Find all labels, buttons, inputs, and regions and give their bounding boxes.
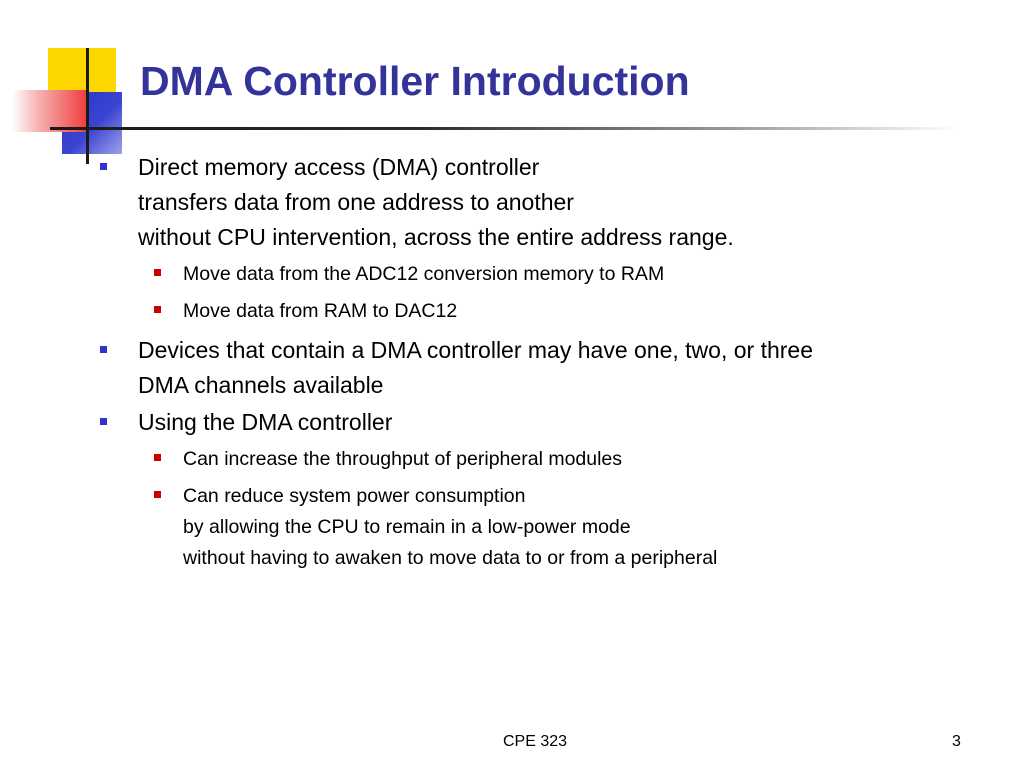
sub-bullet-text: Move data from the ADC12 conversion memo… [183,263,665,285]
logo-vertical-line [86,48,89,164]
sub-bullet-text: Move data from RAM to DAC12 [183,300,458,322]
square-bullet-icon [154,269,161,276]
sub-bullet-text: Can increase the throughput of periphera… [183,448,623,470]
sub-bullet-text: by allowing the CPU to remain in a low-p… [183,516,631,538]
square-bullet-icon [154,306,161,313]
footer-course: CPE 323 [503,733,568,750]
square-bullet-icon [154,491,161,498]
sub-bullet-item: Can reduce system power consumption by al… [100,481,1000,574]
bullet-text: Using the DMA controller [138,409,393,435]
sub-bullet-list: Move data from the ADC12 conversion memo… [100,259,1000,327]
sub-bullet-item: Move data from the ADC12 conversion memo… [100,259,1000,290]
bullet-list: Direct memory access (DMA) controller tra… [100,150,1000,580]
sub-bullet-text: without having to awaken to move data to… [183,547,718,569]
bullet-text: DMA channels available [138,372,384,398]
bullet-text: Direct memory access (DMA) controller [138,154,540,180]
slide-number: 3 [952,733,961,750]
bullet-item: Devices that contain a DMA controller ma… [100,333,1000,403]
logo-red-bar [12,90,86,132]
bullet-item: Direct memory access (DMA) controller tra… [100,150,1000,255]
sub-bullet-list: Can increase the throughput of periphera… [100,444,1000,574]
sub-bullet-text: Can reduce system power consumption [183,485,526,507]
square-bullet-icon [100,418,107,425]
bullet-text: Devices that contain a DMA controller ma… [138,337,813,363]
square-bullet-icon [100,163,107,170]
sub-bullet-item: Can increase the throughput of periphera… [100,444,1000,475]
slide-title: DMA Controller Introduction [140,58,690,104]
bullet-text: transfers data from one address to anoth… [138,189,574,215]
sub-bullet-item: Move data from RAM to DAC12 [100,296,1000,327]
square-bullet-icon [154,454,161,461]
square-bullet-icon [100,346,107,353]
bullet-item: Using the DMA controller [100,405,1000,440]
bullet-text: without CPU intervention, across the ent… [138,224,734,250]
title-underline [50,127,960,130]
